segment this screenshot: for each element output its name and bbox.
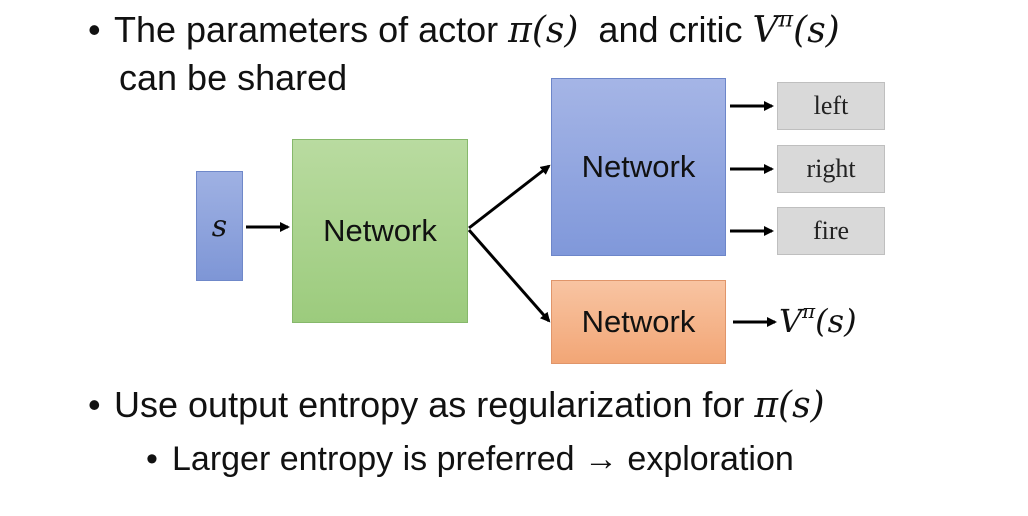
input-state-box: s	[196, 171, 243, 281]
bullet-marker: •	[146, 440, 158, 478]
value-symbol: V	[779, 302, 803, 340]
value-superscript: π	[778, 6, 794, 33]
action-left-box: left	[777, 82, 885, 130]
value-superscript: π	[802, 300, 816, 324]
bullet-marker: •	[88, 9, 101, 50]
state-argument: (s)	[778, 385, 825, 426]
bullet-marker: •	[88, 384, 101, 425]
state-argument: (s)	[815, 302, 857, 340]
bullet-entropy-exploration: • Larger entropy is preferred → explorati…	[146, 437, 794, 481]
shared-network-box: Network	[292, 139, 468, 323]
bullet-text: and critic	[578, 9, 753, 50]
bullet-text: The parameters of actor	[114, 9, 509, 50]
critic-network-box: Network	[551, 280, 726, 364]
bullet-entropy-regularization: • Use output entropy as regularization fo…	[88, 383, 825, 428]
bullet-shared-params: •The parameters of actor π(s) and critic…	[88, 8, 840, 53]
state-argument: (s)	[531, 10, 579, 51]
action-fire-box: fire	[777, 207, 885, 255]
actor-network-box: Network	[551, 78, 726, 256]
pi-symbol: π	[754, 385, 779, 426]
bullet-shared-params-line2: can be shared	[119, 57, 348, 98]
critic-output-value: Vπ(s)	[779, 299, 857, 343]
state-argument: (s)	[793, 10, 840, 51]
arrow-shared-to-actor	[468, 164, 551, 230]
action-right-box: right	[777, 145, 885, 193]
arrow-shared-to-critic	[467, 229, 551, 323]
pi-symbol: π	[508, 10, 532, 51]
bullet-text: Larger entropy is preferred → exploratio…	[172, 440, 794, 478]
bullet-text: Use output entropy as regularization for	[114, 384, 755, 425]
value-symbol: V	[752, 10, 779, 51]
